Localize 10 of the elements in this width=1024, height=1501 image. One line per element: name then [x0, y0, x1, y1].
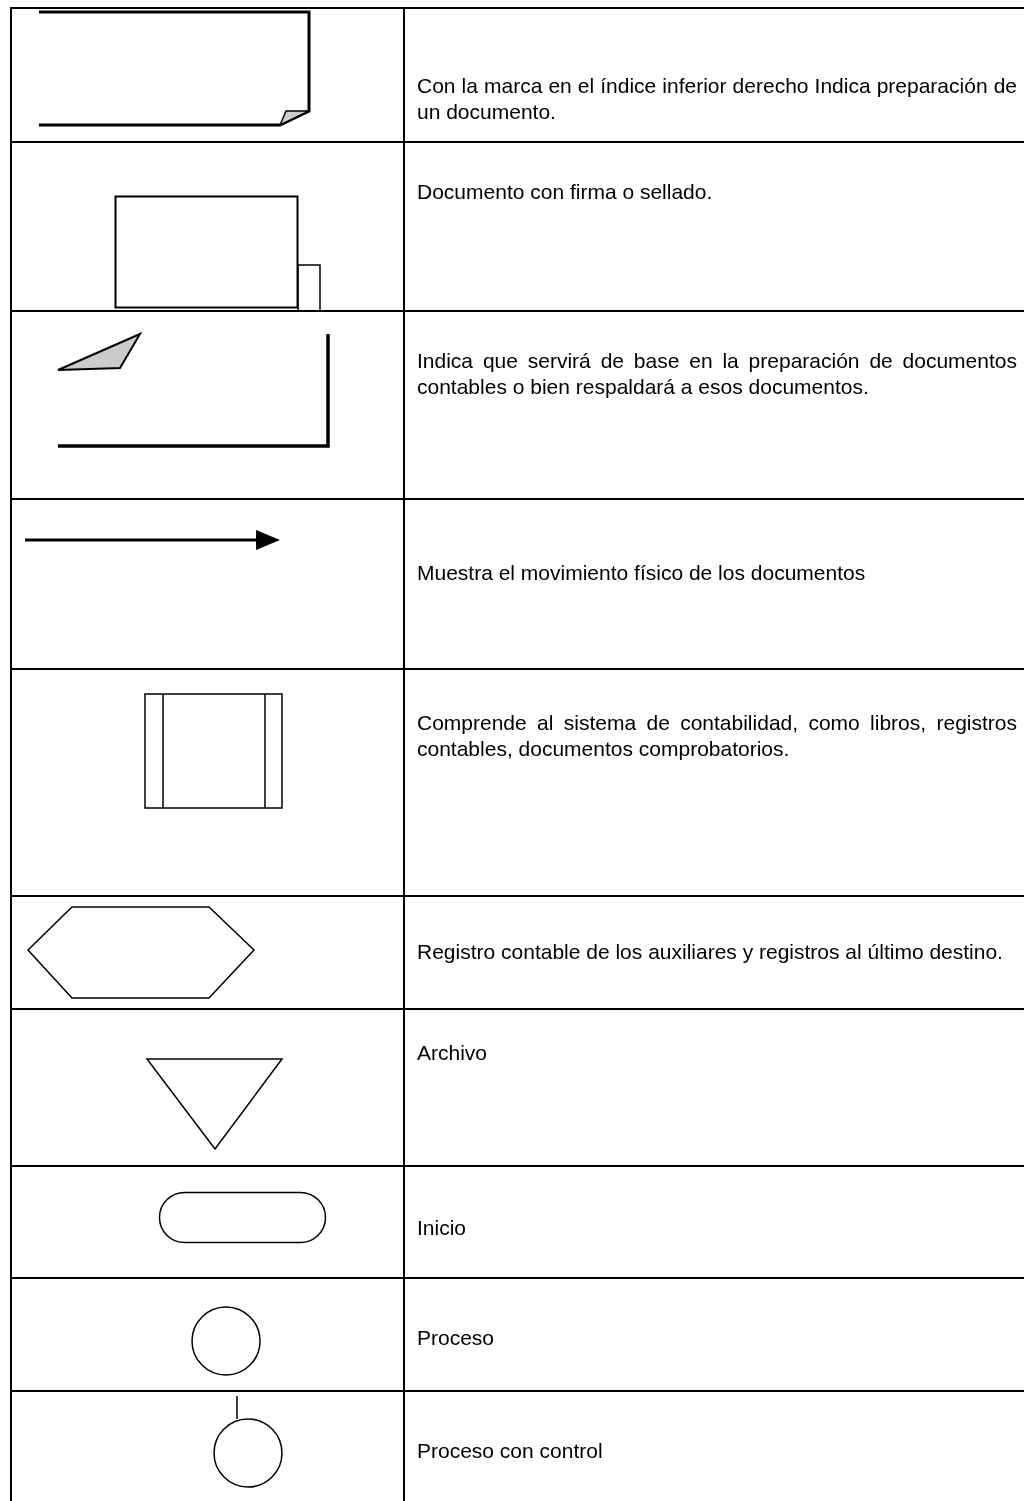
description-text: Proceso con control [417, 1438, 604, 1464]
description-text: Con la marca en el índice inferior derecho Indica preparación de un documento. [417, 73, 1017, 125]
description-text: Muestra el movimiento físico de los documentos [417, 560, 867, 586]
description-text: Indica que servirá de base en la preparación de documentos contables o bien respaldará a esos documentos. [417, 348, 1017, 400]
description-text: Registro contable de los auxiliares y registros al último destino. [417, 939, 1004, 965]
description-text: Documento con firma o sellado. [417, 179, 714, 205]
description-text: Proceso [417, 1325, 496, 1351]
description-text: Archivo [417, 1040, 489, 1066]
description-text: Comprende al sistema de contabilidad, como libros, registros contables, documentos comprobatorios. [417, 710, 1017, 762]
description-text: Inicio [417, 1215, 468, 1241]
